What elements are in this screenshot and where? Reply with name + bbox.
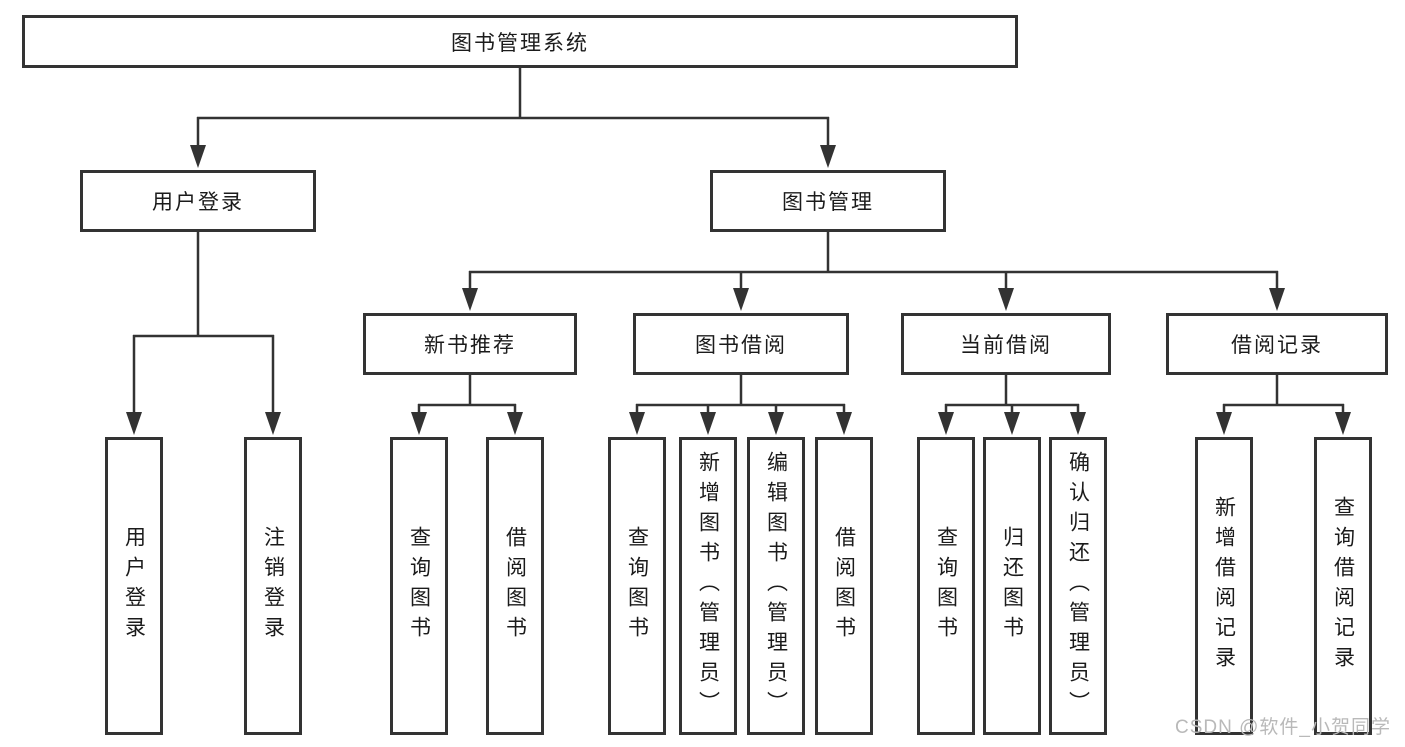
user-login-branch-connectors bbox=[126, 232, 281, 435]
node-book-management: 图书管理 bbox=[710, 170, 946, 232]
leaf-borrowing-borrow-books-label: 借阅图书 bbox=[832, 526, 856, 646]
leaf-borrowing-borrow-books: 借阅图书 bbox=[815, 437, 873, 735]
leaf-current-return-books: 归还图书 bbox=[983, 437, 1041, 735]
node-new-book-recommend: 新书推荐 bbox=[363, 313, 577, 375]
leaf-records-add-record: 新增借阅记录 bbox=[1195, 437, 1253, 735]
leaf-current-return-books-label: 归还图书 bbox=[1000, 526, 1024, 646]
leaf-borrowing-query-books: 查询图书 bbox=[608, 437, 666, 735]
leaf-borrowing-add-books-admin-label: 新增图书（管理员） bbox=[696, 451, 720, 721]
leaf-logout-label: 注销登录 bbox=[261, 526, 285, 646]
leaf-recommend-borrow-books: 借阅图书 bbox=[486, 437, 544, 735]
leaf-recommend-borrow-books-label: 借阅图书 bbox=[503, 526, 527, 646]
leaf-records-query-record: 查询借阅记录 bbox=[1314, 437, 1372, 735]
leaf-logout: 注销登录 bbox=[244, 437, 302, 735]
leaf-recommend-query-books: 查询图书 bbox=[390, 437, 448, 735]
leaf-user-login-label: 用户登录 bbox=[122, 526, 146, 646]
borrowing-records-branch-connectors bbox=[1216, 375, 1351, 435]
node-book-borrowing: 图书借阅 bbox=[633, 313, 849, 375]
leaf-borrowing-edit-books-admin-label: 编辑图书（管理员） bbox=[764, 451, 788, 721]
leaf-records-add-record-label: 新增借阅记录 bbox=[1212, 496, 1236, 676]
leaf-borrowing-add-books-admin: 新增图书（管理员） bbox=[679, 437, 737, 735]
leaf-borrowing-edit-books-admin: 编辑图书（管理员） bbox=[747, 437, 805, 735]
watermark: CSDN @软件_小贺同学 bbox=[1175, 717, 1391, 738]
node-user-login: 用户登录 bbox=[80, 170, 316, 232]
node-borrowing-records: 借阅记录 bbox=[1166, 313, 1388, 375]
node-library-management-system: 图书管理系统 bbox=[22, 15, 1018, 68]
leaf-current-query-books-label: 查询图书 bbox=[934, 526, 958, 646]
root-branch-connectors bbox=[190, 68, 836, 168]
book-management-branch-connectors bbox=[462, 232, 1285, 311]
leaf-current-confirm-return-admin-label: 确认归还（管理员） bbox=[1066, 451, 1090, 721]
leaf-current-confirm-return-admin: 确认归还（管理员） bbox=[1049, 437, 1107, 735]
current-borrowing-branch-connectors bbox=[938, 375, 1086, 435]
leaf-current-query-books: 查询图书 bbox=[917, 437, 975, 735]
leaf-user-login: 用户登录 bbox=[105, 437, 163, 735]
new-book-recommend-branch-connectors bbox=[411, 375, 523, 435]
leaf-recommend-query-books-label: 查询图书 bbox=[407, 526, 431, 646]
node-current-borrowing: 当前借阅 bbox=[901, 313, 1111, 375]
leaf-borrowing-query-books-label: 查询图书 bbox=[625, 526, 649, 646]
leaf-records-query-record-label: 查询借阅记录 bbox=[1331, 496, 1355, 676]
book-borrowing-branch-connectors bbox=[629, 375, 852, 435]
